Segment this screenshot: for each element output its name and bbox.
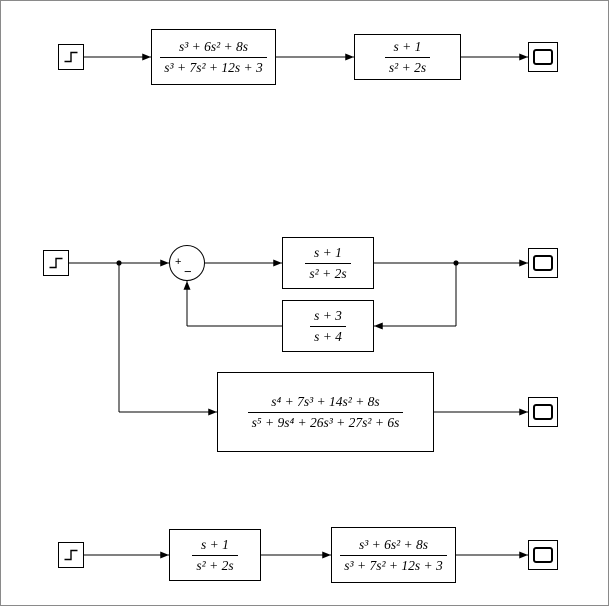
numerator: s + 3 bbox=[314, 307, 342, 323]
equivalent-transfer-fcn-block[interactable]: s⁴ + 7s³ + 14s² + 8s s⁵ + 9s⁴ + 26s³ + 2… bbox=[217, 372, 434, 452]
denominator: s³ + 7s² + 12s + 3 bbox=[164, 59, 263, 75]
scope-screen-icon bbox=[533, 49, 553, 65]
denominator: s⁵ + 9s⁴ + 26s³ + 27s² + 6s bbox=[251, 414, 400, 430]
sum-plus-sign: + bbox=[175, 256, 182, 268]
transfer-function: s³ + 6s² + 8s s³ + 7s² + 12s + 3 bbox=[159, 39, 267, 75]
transfer-fcn-block-b1[interactable]: s + 1 s² + 2s bbox=[354, 34, 461, 80]
step-source-block[interactable] bbox=[58, 44, 84, 70]
sum-minus-sign: − bbox=[184, 264, 192, 279]
branch-dot bbox=[116, 260, 122, 266]
scope-screen-icon bbox=[533, 404, 553, 420]
fraction-bar bbox=[340, 554, 447, 556]
numerator: s + 1 bbox=[393, 38, 422, 54]
denominator: s² + 2s bbox=[309, 265, 347, 281]
transfer-function: s + 1 s² + 2s bbox=[304, 245, 351, 281]
transfer-function: s + 3 s + 4 bbox=[309, 308, 347, 344]
fraction-bar bbox=[247, 411, 404, 413]
transfer-function: s⁴ + 7s³ + 14s² + 8s s⁵ + 9s⁴ + 26s³ + 2… bbox=[247, 394, 405, 430]
scope-screen-icon bbox=[533, 255, 553, 271]
transfer-function: s³ + 6s² + 8s s³ + 7s² + 12s + 3 bbox=[339, 537, 447, 573]
denominator: s + 4 bbox=[314, 328, 342, 344]
scope-block-1[interactable] bbox=[528, 42, 558, 72]
transfer-fcn-block-b2[interactable]: s + 1 s² + 2s bbox=[282, 237, 374, 289]
transfer-fcn-block-b3[interactable]: s + 1 s² + 2s bbox=[169, 529, 261, 581]
scope-block-4[interactable] bbox=[528, 540, 558, 570]
branch-dot bbox=[453, 260, 459, 266]
transfer-function: s + 1 s² + 2s bbox=[191, 537, 238, 573]
transfer-fcn-block-a1[interactable]: s³ + 6s² + 8s s³ + 7s² + 12s + 3 bbox=[151, 29, 276, 85]
fraction-bar bbox=[192, 554, 238, 556]
step-waveform-icon bbox=[64, 549, 78, 561]
numerator: s³ + 6s² + 8s bbox=[358, 536, 429, 552]
step-source-block-3[interactable] bbox=[58, 542, 84, 568]
numerator: s³ + 6s² + 8s bbox=[178, 38, 249, 54]
denominator: s² + 2s bbox=[388, 59, 427, 75]
fraction-bar bbox=[310, 325, 346, 327]
transfer-function: s + 1 s² + 2s bbox=[384, 39, 431, 75]
step-waveform-icon bbox=[64, 51, 78, 63]
scope-screen-icon bbox=[533, 547, 553, 563]
scope-block-3[interactable] bbox=[528, 397, 558, 427]
feedback-transfer-fcn-block[interactable]: s + 3 s + 4 bbox=[282, 300, 374, 352]
denominator: s² + 2s bbox=[196, 557, 234, 573]
transfer-fcn-block-a2[interactable]: s³ + 6s² + 8s s³ + 7s² + 12s + 3 bbox=[331, 527, 456, 583]
denominator: s³ + 7s² + 12s + 3 bbox=[344, 557, 443, 573]
fraction-bar bbox=[384, 56, 431, 58]
fraction-bar bbox=[305, 262, 351, 264]
numerator: s + 1 bbox=[314, 244, 342, 260]
scope-block-2[interactable] bbox=[528, 248, 558, 278]
step-waveform-icon bbox=[49, 257, 63, 269]
numerator: s + 1 bbox=[201, 536, 229, 552]
numerator: s⁴ + 7s³ + 14s² + 8s bbox=[271, 393, 380, 409]
fraction-bar bbox=[160, 56, 267, 58]
sum-junction-block[interactable]: + − bbox=[169, 245, 205, 281]
step-source-block-2[interactable] bbox=[43, 250, 69, 276]
